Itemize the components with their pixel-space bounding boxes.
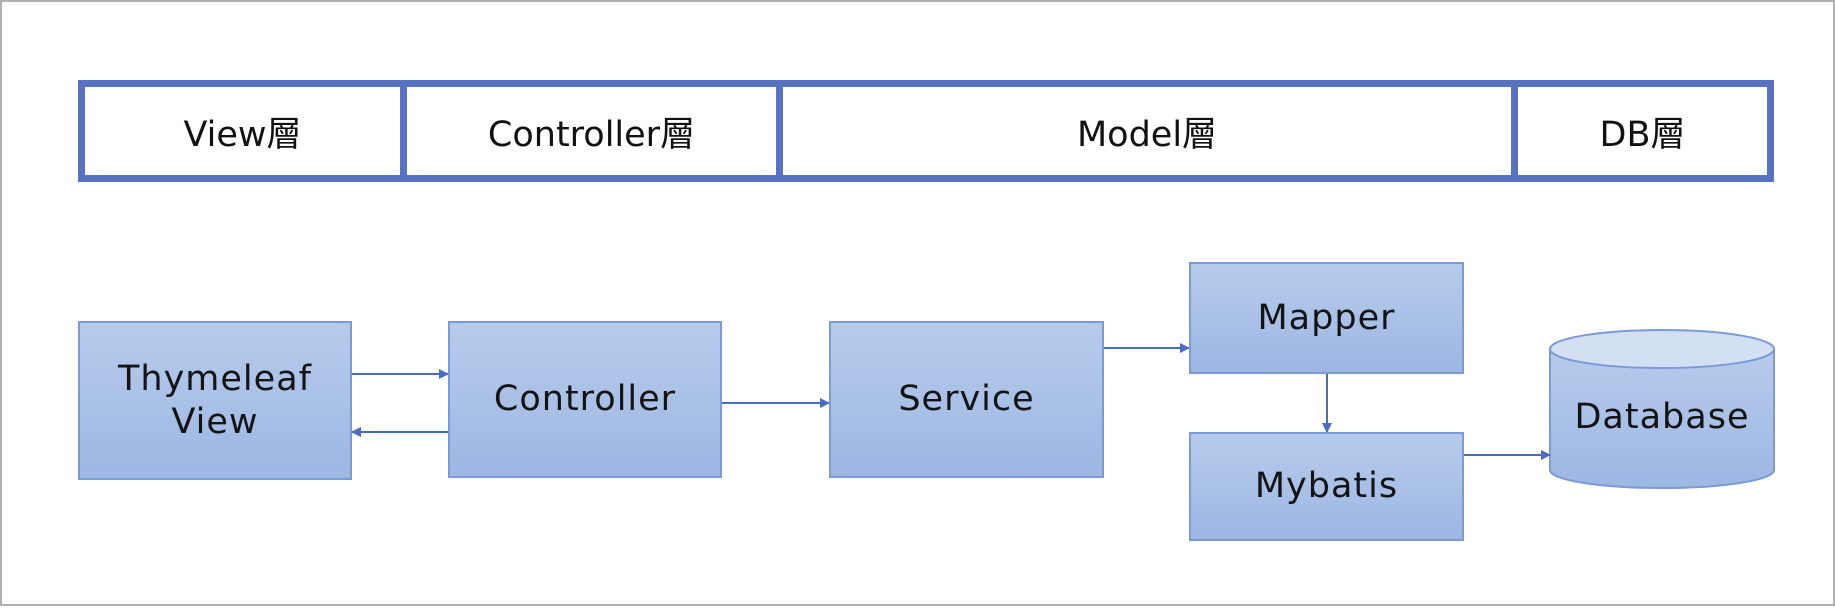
controller-label: Controller — [493, 379, 677, 419]
mybatis-box: Mybatis — [1189, 432, 1464, 541]
controller-box: Controller — [448, 321, 722, 478]
thymeleaf-label-line1: Thymeleaf — [118, 358, 312, 399]
layer-header-bar: View層 Controller層 Model層 DB層 — [78, 80, 1774, 182]
mapper-box: Mapper — [1189, 262, 1464, 374]
layer-view: View層 — [85, 87, 407, 175]
mapper-label: Mapper — [1257, 297, 1396, 338]
service-label: Service — [898, 379, 1035, 419]
thymeleaf-label-line2: View — [171, 401, 259, 442]
layer-controller: Controller層 — [407, 87, 783, 175]
layer-db: DB層 — [1599, 114, 1686, 155]
service-box: Service — [829, 321, 1104, 478]
thymeleaf-view-box: Thymeleaf View — [78, 321, 352, 480]
database-label: Database — [1574, 397, 1750, 437]
mybatis-label: Mybatis — [1254, 466, 1399, 506]
layer-model: Model層 — [783, 87, 1518, 175]
